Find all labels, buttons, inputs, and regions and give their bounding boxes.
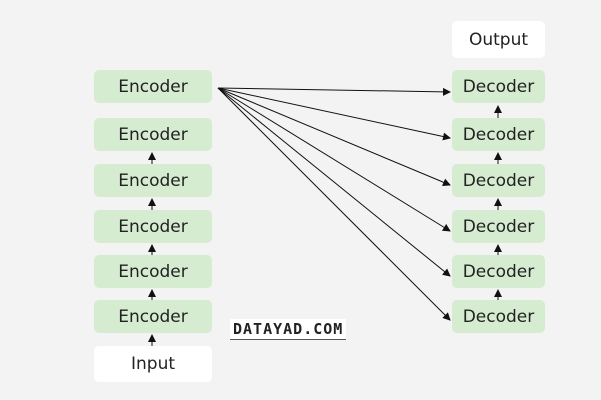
encoder-block-5: Encoder — [94, 255, 212, 288]
watermark-logo: DATAYAD.COM — [230, 319, 347, 340]
arrow-encoder-top-to-decoder-2 — [217, 87, 451, 141]
arrow-encoder-top-to-decoder-1 — [217, 87, 451, 96]
encoder-block-4: Encoder — [94, 210, 212, 243]
encoder-block-1: Encoder — [94, 70, 212, 103]
decoder-block-6: Decoder — [452, 300, 545, 333]
output-block: Output — [452, 21, 545, 58]
decoder-block-5: Decoder — [452, 255, 545, 288]
encoder-block-2: Encoder — [94, 118, 212, 151]
decoder-block-2: Decoder — [452, 118, 545, 151]
decoder-block-3: Decoder — [452, 164, 545, 197]
encoder-block-3: Encoder — [94, 164, 212, 197]
arrow-encoder-top-to-decoder-5 — [217, 87, 451, 277]
arrow-encoder-top-to-decoder-3 — [217, 87, 451, 186]
decoder-block-1: Decoder — [452, 70, 545, 103]
decoder-block-4: Decoder — [452, 210, 545, 243]
arrow-encoder-top-to-decoder-4 — [217, 87, 451, 232]
input-block: Input — [94, 346, 212, 382]
arrow-encoder-top-to-decoder-6 — [217, 87, 451, 321]
encoder-block-6: Encoder — [94, 300, 212, 333]
